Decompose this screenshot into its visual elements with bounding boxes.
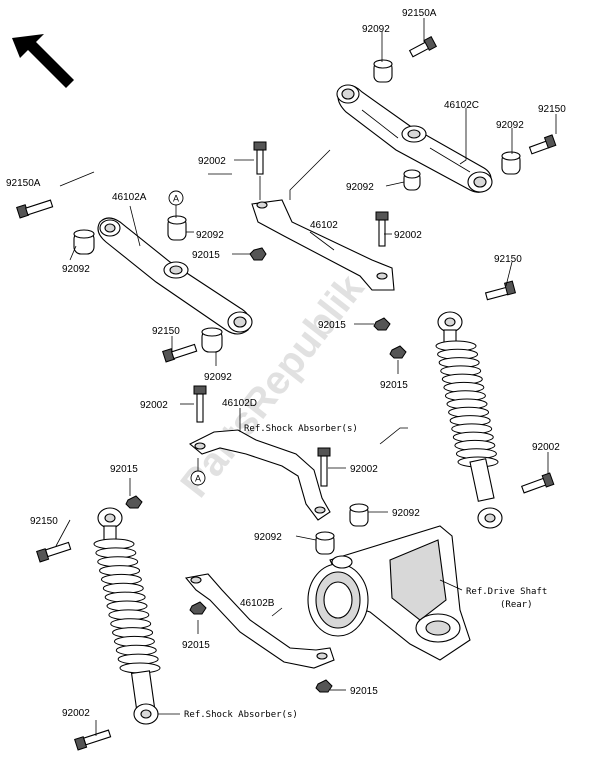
label-92150-right: 92150 (538, 104, 566, 115)
svg-text:A: A (173, 194, 179, 204)
label-92015-bottom: 92015 (350, 686, 378, 697)
bushing-92092-top (373, 59, 393, 83)
label-46102: 46102 (310, 220, 338, 231)
shock-absorber-left (93, 507, 161, 725)
label-92150a-left: 92150A (6, 178, 41, 189)
label-92150-arm: 92150 (152, 326, 180, 337)
label-92092-mid: 92092 (346, 182, 374, 193)
ref-shock-absorber-right: Ref.Shock Absorber(s) (244, 424, 358, 434)
bolt-92150-lshock (36, 541, 72, 563)
upper-arm-46102a (97, 217, 253, 335)
bushing-92092-a (167, 215, 187, 241)
bushing-92092-center-r (349, 503, 369, 527)
part-labels: 92150A 92092 46102C 92150 92092 92092 92… (6, 8, 566, 719)
nut-92015-a (249, 247, 267, 261)
reference-labels: Ref.Shock Absorber(s) Ref.Drive Shaft (R… (184, 424, 547, 720)
bolt-92002-46102d (193, 385, 207, 423)
label-92092-right: 92092 (496, 120, 524, 131)
bolt-92150a-top (408, 36, 438, 58)
label-92092-arm: 92092 (204, 372, 232, 383)
bracket-46102 (251, 199, 395, 291)
label-92015-46102b: 92015 (182, 640, 210, 651)
bracket-46102b (184, 573, 335, 669)
shock-absorber-right (435, 311, 503, 529)
bushing-92092-center-l (315, 531, 335, 555)
marker-a-bottom: A (190, 470, 206, 486)
label-92015-arm: 92015 (318, 320, 346, 331)
drive-shaft-housing (307, 525, 471, 661)
bolt-92150-arm (162, 343, 198, 363)
bolt-92002-mid (375, 211, 389, 247)
bolt-92150a-left (16, 199, 54, 219)
label-92092-top: 92092 (362, 24, 390, 35)
bolt-92150-shock (484, 280, 517, 301)
nut-92015-bottom (315, 679, 333, 693)
label-92002-rshock: 92002 (532, 442, 560, 453)
ref-shock-absorber-left: Ref.Shock Absorber(s) (184, 710, 298, 720)
bushing-92092-left (73, 229, 95, 255)
label-92002-mid: 92002 (394, 230, 422, 241)
direction-arrow-icon (12, 34, 74, 88)
bushing-92092-arm (201, 327, 223, 353)
nut-92015-arm (373, 317, 391, 331)
label-92002-46102d: 92002 (140, 400, 168, 411)
leader-lines (55, 18, 557, 736)
label-92002-bottom: 92002 (62, 708, 90, 719)
label-92150a-top: 92150A (402, 8, 437, 19)
label-92092-center-l: 92092 (254, 532, 282, 543)
label-46102d: 46102D (222, 398, 257, 409)
label-92002-top: 92002 (198, 156, 226, 167)
label-92150-lshock: 92150 (30, 516, 58, 527)
bushing-92092-mid (403, 169, 421, 191)
label-92150-shock: 92150 (494, 254, 522, 265)
bolt-92002-center (317, 447, 331, 487)
svg-text:A: A (195, 474, 201, 484)
label-92015-shock: 92015 (380, 380, 408, 391)
bolt-92002-rshock (520, 472, 555, 494)
label-46102c: 46102C (444, 100, 479, 111)
nut-92015-46102b (189, 601, 207, 615)
label-92015-a: 92015 (192, 250, 220, 261)
label-92015-lshock: 92015 (110, 464, 138, 475)
marker-a-top: A (168, 190, 184, 206)
label-92002-center: 92002 (350, 464, 378, 475)
label-92092-center-r: 92092 (392, 508, 420, 519)
bolt-92002-top (253, 141, 267, 175)
label-92092-a: 92092 (196, 230, 224, 241)
bolt-92002-bottom (74, 729, 112, 751)
label-92092-left: 92092 (62, 264, 90, 275)
bracket-46102d (189, 429, 331, 521)
ref-drive-shaft-rear: (Rear) (500, 600, 533, 610)
bushing-92092-right (501, 151, 521, 175)
spring-coil (119, 662, 161, 674)
label-46102b: 46102B (240, 598, 275, 609)
upper-arm-46102c (336, 84, 493, 193)
ref-drive-shaft: Ref.Drive Shaft (466, 587, 547, 597)
label-46102a: 46102A (112, 192, 147, 203)
bolt-92150-right (528, 134, 557, 155)
nut-92015-lshock (125, 495, 143, 509)
nut-92015-shock (389, 345, 407, 359)
